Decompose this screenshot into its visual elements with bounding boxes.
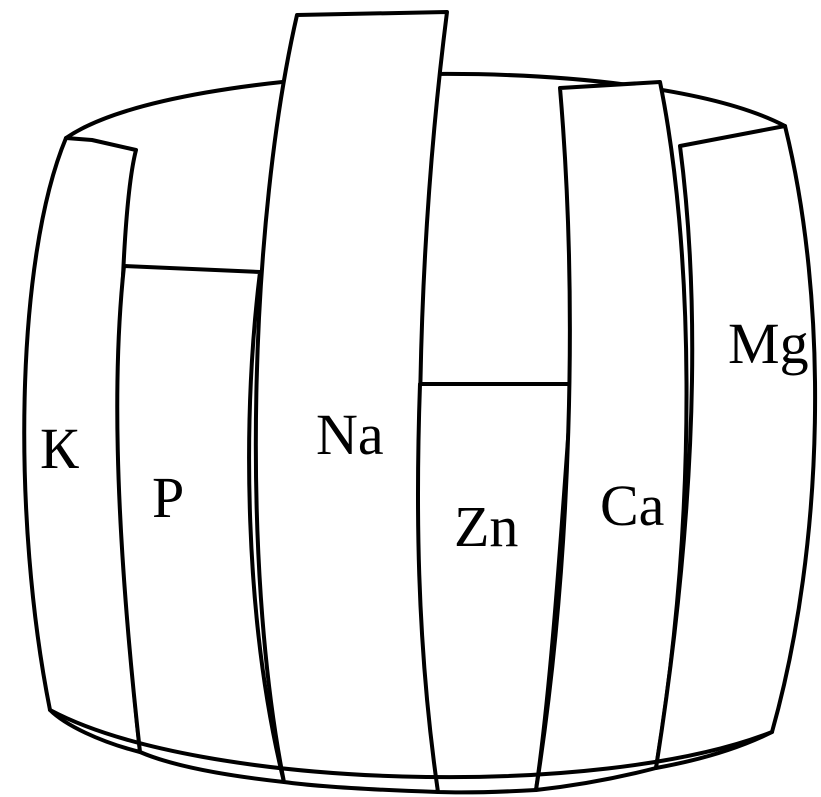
stave-mg: [654, 124, 818, 770]
stave-na: [253, 10, 449, 794]
barrel-bottom-rim: [48, 708, 774, 780]
label-k: К: [40, 416, 79, 481]
label-mg: Mg: [728, 311, 809, 376]
label-ca: Ca: [600, 473, 664, 538]
label-na: Na: [316, 402, 384, 467]
label-p: P: [152, 465, 184, 530]
stave-zn: [415, 382, 574, 795]
label-zn: Zn: [454, 494, 518, 559]
stave-ca: [534, 80, 689, 792]
stave-p: [115, 264, 286, 784]
